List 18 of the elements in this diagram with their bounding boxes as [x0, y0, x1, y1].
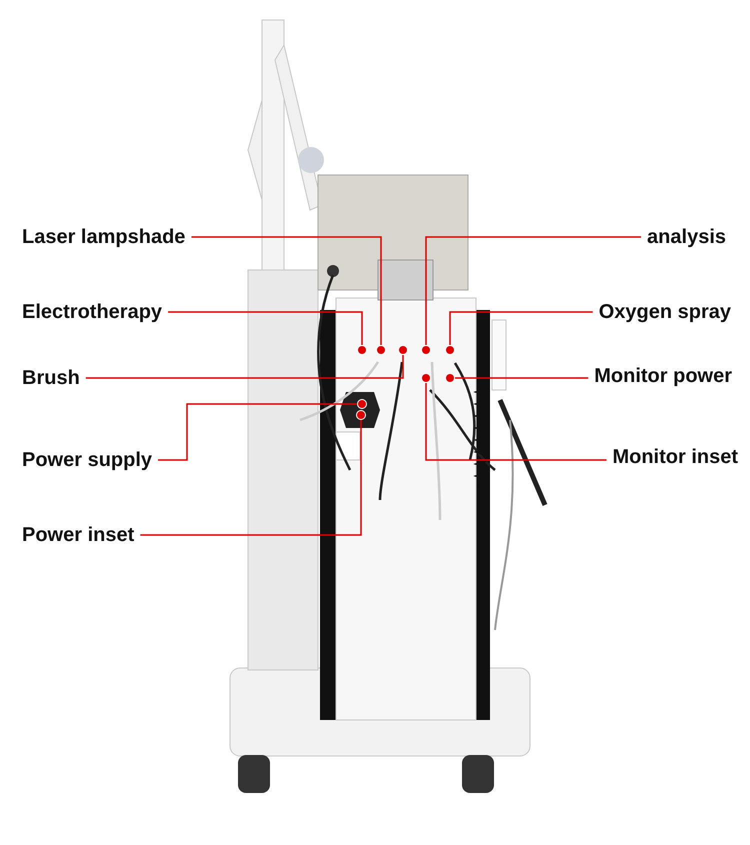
leader-line — [425, 236, 642, 345]
leader-line — [455, 377, 588, 379]
part-label: Oxygen spray — [598, 300, 731, 324]
part-label: Electrotherapy — [22, 300, 162, 324]
leader-line — [140, 420, 362, 536]
part-label: Power inset — [22, 523, 134, 547]
leader-line — [449, 311, 593, 345]
part-label: Brush — [22, 366, 80, 390]
leader-line — [158, 403, 357, 461]
part-label: Laser lampshade — [22, 225, 186, 249]
leader-line — [86, 355, 404, 379]
part-label: analysis — [647, 225, 726, 249]
part-label: Power supply — [22, 448, 152, 472]
leader-line — [191, 236, 382, 345]
leader-line — [425, 383, 606, 461]
part-label: Monitor power — [594, 364, 732, 388]
part-label: Monitor inset — [612, 445, 738, 469]
leader-line — [168, 311, 363, 345]
